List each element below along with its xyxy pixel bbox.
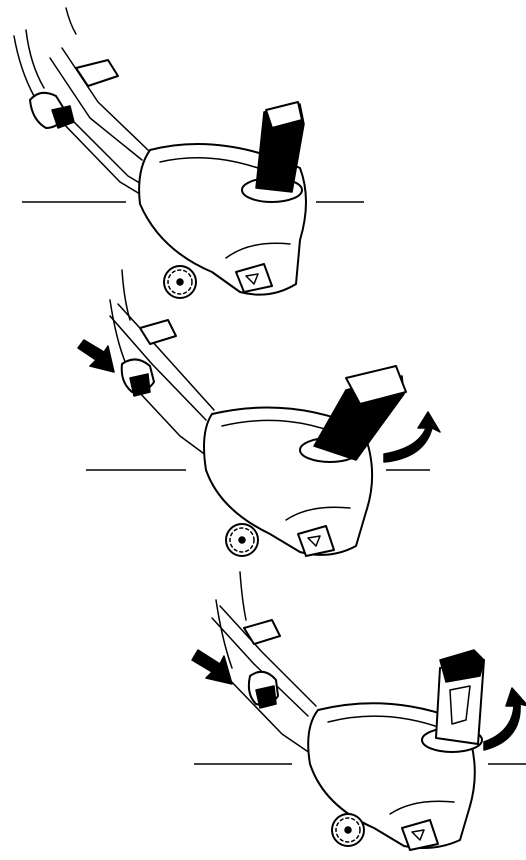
push-down-arrow-icon [191,649,233,685]
control-lever [129,373,151,397]
chute-deflector [345,365,407,405]
chute-deflector [439,649,485,683]
handle-bracket [243,619,281,645]
rotate-arrow-icon [483,687,526,751]
scraper-bar [235,263,273,293]
handle-rail-inner [109,315,207,421]
push-down-arrow-icon [77,339,115,373]
control-lever [255,685,277,709]
control-lever [51,105,75,129]
panel-3-snowthrower [191,571,526,851]
handle-bracket [139,319,177,345]
handle-bracket [75,59,119,87]
chute-deflector [265,101,303,129]
operator-arm [121,269,131,321]
rotate-arrow-icon [383,411,441,463]
operator-arm [239,571,247,621]
handle-rail-outer [117,303,215,411]
scraper-bar [401,819,439,851]
discharge-chute [255,103,305,193]
handle-rail-inner [49,57,143,161]
handle-rail-inner [211,617,309,717]
scraper-bar [297,525,335,557]
panel-2-snowthrower [77,269,441,557]
handle-rail-outer [219,605,317,707]
handle-rail-outer [61,47,149,151]
panel-1-snowthrower [13,7,364,299]
